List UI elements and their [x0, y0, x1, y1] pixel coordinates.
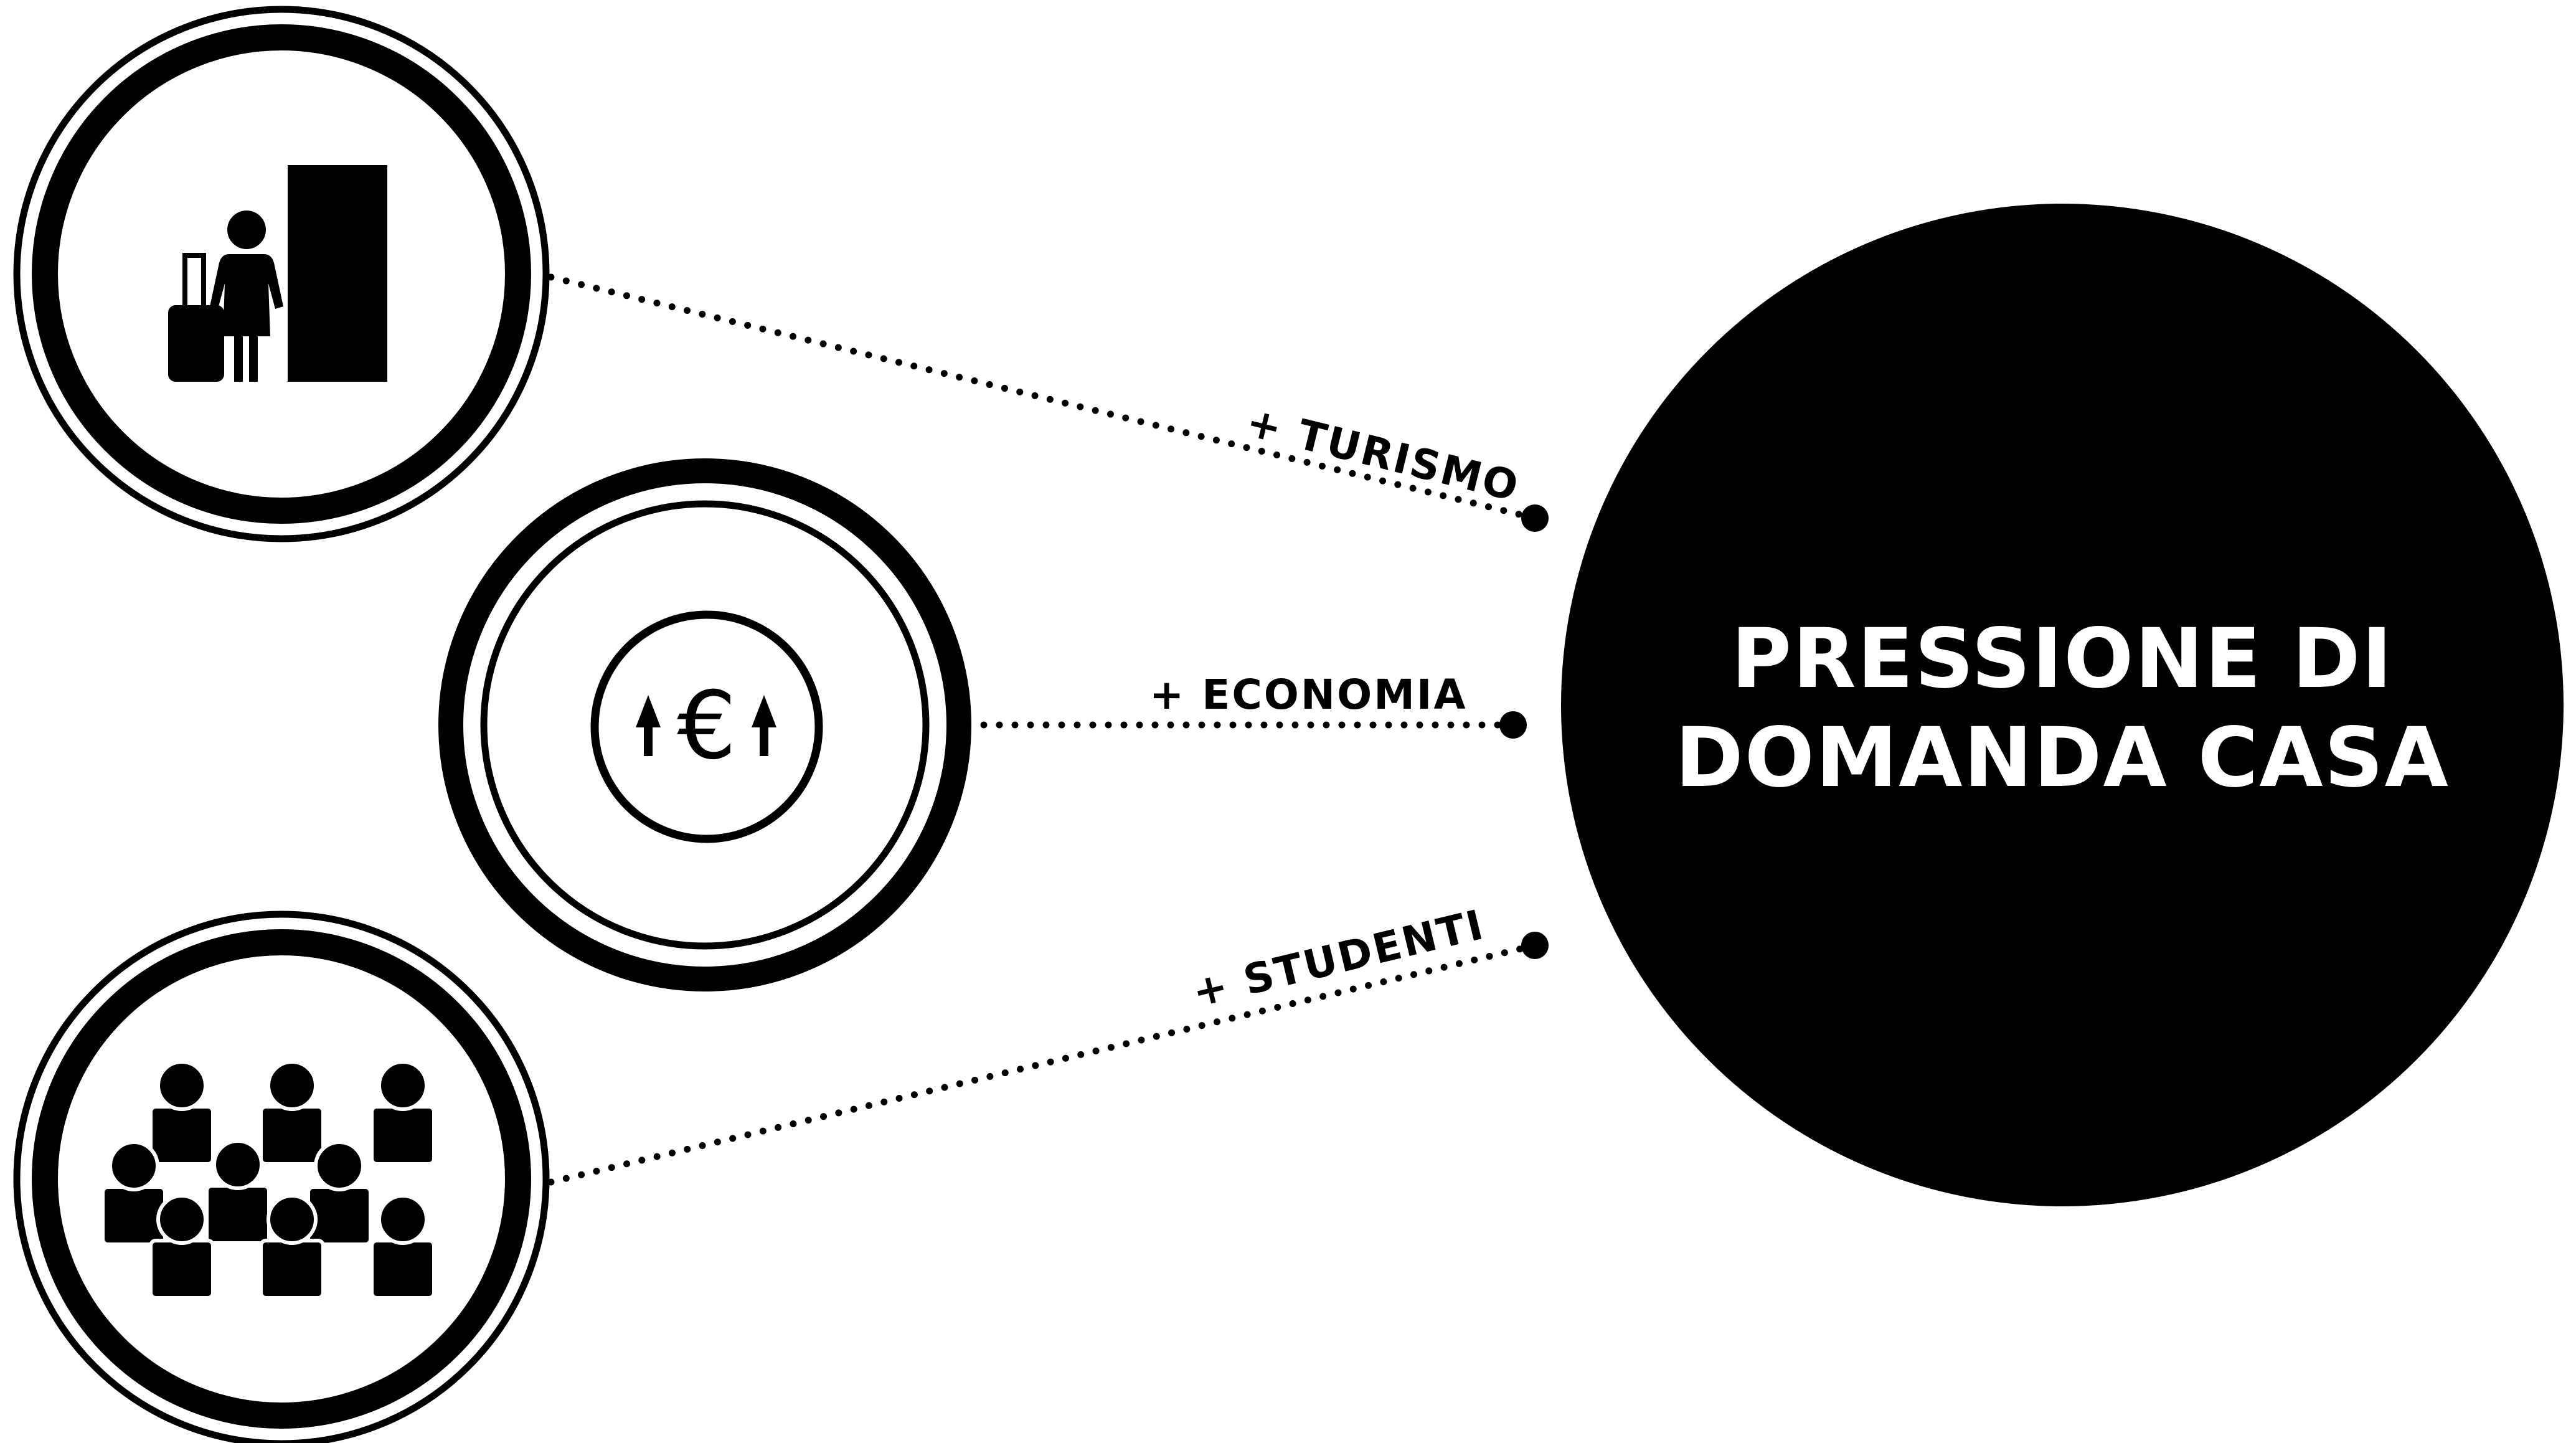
person-leg-right [249, 334, 258, 382]
students-group-icon [101, 1060, 436, 1300]
tourist-luggage-door-icon [168, 165, 387, 382]
main-node-title-line1: PRESSIONE DI [1731, 611, 2393, 707]
connector-studenti [547, 942, 1539, 1186]
label-economia: + ECONOMIA [1149, 671, 1468, 719]
person-body [210, 254, 283, 336]
connector-turismo [547, 273, 1539, 522]
student-figure [306, 1140, 372, 1246]
node-economia: € [438, 458, 971, 991]
connectors [547, 273, 1539, 1186]
node-studenti-inner-ring [32, 929, 531, 1429]
node-studenti [13, 911, 550, 1443]
student-figure [259, 1060, 325, 1166]
euro-icon-ring [590, 610, 823, 843]
arrow-up-right-icon [752, 695, 776, 756]
node-turismo [13, 6, 550, 542]
main-node-circle [1561, 204, 2564, 1206]
node-turismo-outer-ring [13, 6, 550, 542]
student-figure [370, 1060, 436, 1166]
person-leg-left [234, 334, 243, 382]
label-turismo: + TURISMO [1242, 398, 1524, 511]
euro-symbol: € [677, 672, 736, 780]
euro-growth-icon: € [590, 610, 823, 843]
label-studenti: + STUDENTI [1188, 901, 1489, 1017]
door-shape [288, 165, 387, 382]
node-turismo-inner-ring [32, 24, 531, 524]
node-economia-outer-ring [438, 458, 971, 991]
suitcase-body [168, 305, 224, 382]
main-node: PRESSIONE DI DOMANDA CASA [1561, 204, 2564, 1206]
arrow-up-left-icon [636, 695, 661, 756]
student-figure [149, 1060, 215, 1166]
suitcase-handle [182, 253, 206, 311]
person-head [227, 211, 266, 249]
student-figure [205, 1139, 271, 1245]
connector-end-dot-studenti [1521, 932, 1549, 959]
node-studenti-outer-ring [13, 911, 550, 1443]
connector-end-dot-economia [1499, 711, 1527, 739]
student-figure [259, 1194, 325, 1300]
main-node-title-line2: DOMANDA CASA [1675, 710, 2450, 806]
student-figure [370, 1194, 436, 1300]
student-figure [149, 1194, 215, 1300]
student-figure [101, 1140, 167, 1246]
node-economia-inner-ring [480, 500, 930, 950]
connector-end-dot-turismo [1521, 504, 1549, 532]
